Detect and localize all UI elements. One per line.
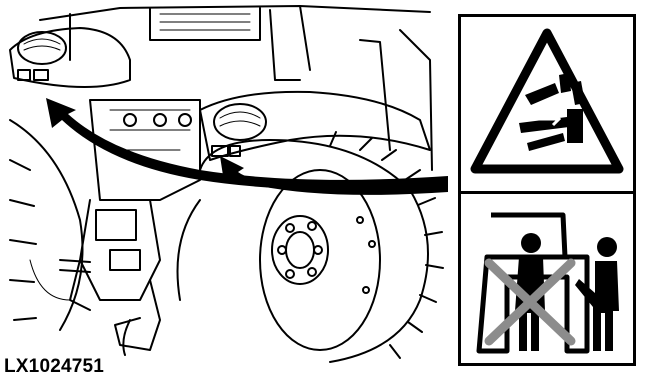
tractor-rear-illustration (0, 0, 452, 365)
warning-triangle-icon (467, 23, 627, 185)
decal-divider (461, 191, 633, 194)
figure-id-label: LX1024751 (4, 356, 104, 378)
no-standing-between-icon (467, 201, 631, 361)
safety-decal (458, 14, 636, 366)
